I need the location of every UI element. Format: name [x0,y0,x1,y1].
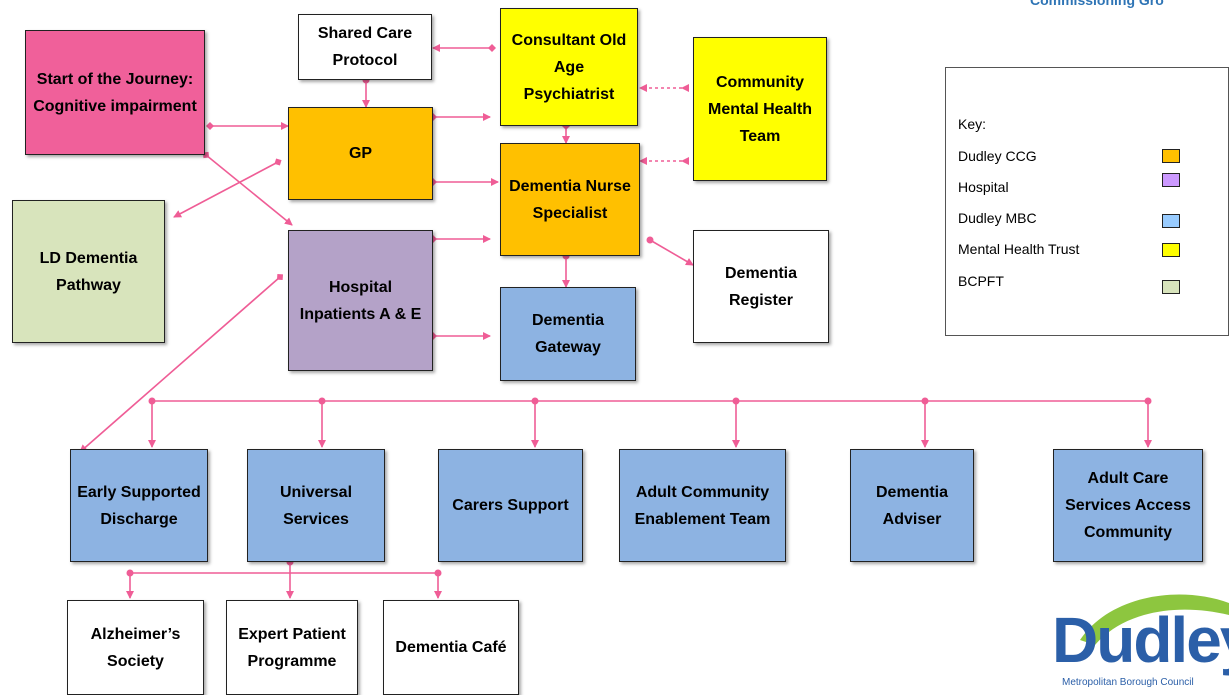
node-universal-services: Universal Services [247,449,385,562]
node-consultant-psychiatrist: Consultant Old Age Psychiatrist [500,8,638,126]
node-carers-support: Carers Support [438,449,583,562]
node-shared-care-protocol: Shared Care Protocol [298,14,432,80]
node-dementia-adviser: Dementia Adviser [850,449,974,562]
node-dementia-register: Dementia Register [693,230,829,343]
edge-start-hospital [202,151,293,226]
legend-swatch-hospital [1162,173,1180,187]
node-dementia-cafe: Dementia Café [383,600,519,695]
logo-swoosh-icon [1080,594,1229,645]
legend-title: Key: [958,116,987,132]
node-adult-community-enablement-team: Adult Community Enablement Team [619,449,786,562]
legend-label-mht: Mental Health Trust [958,241,1080,257]
node-dementia-nurse-specialist: Dementia Nurse Specialist [500,143,640,256]
legend-label-mbc: Dudley MBC [958,210,1037,226]
node-expert-patient-programme: Expert Patient Programme [226,600,358,695]
node-ld-dementia-pathway: LD Dementia Pathway [12,200,165,343]
legend-swatch-mht [1162,243,1180,257]
node-hospital-inpatients: Hospital Inpatients A & E [288,230,433,371]
edge-hospital-esd [79,273,284,453]
legend-label-bcpft: BCPFT [958,273,1004,289]
node-alzheimers-society: Alzheimer’s Society [67,600,204,695]
legend-swatch-ccg [1162,149,1180,163]
node-adult-care-services-access: Adult Care Services Access Community [1053,449,1203,562]
logo-wordmark: Dudley [1052,604,1229,676]
node-early-supported-discharge: Early Supported Discharge [70,449,208,562]
node-community-mental-health-team: Community Mental Health Team [693,37,827,181]
legend-label-hospital: Hospital [958,179,1009,195]
node-start-of-journey: Start of the Journey: Cognitive impairme… [25,30,205,155]
node-dementia-gateway: Dementia Gateway [500,287,636,381]
legend-label-ccg: Dudley CCG [958,148,1037,164]
legend-key: Key: Dudley CCG Hospital Dudley MBC Ment… [945,67,1229,336]
edge-dns-register [646,236,694,266]
legend-swatch-bcpft [1162,280,1180,294]
logo-subtitle: Metropolitan Borough Council [1062,677,1194,688]
dudley-logo: Dudley Metropolitan Borough Council [1040,585,1229,695]
legend-swatch-mbc [1162,214,1180,228]
node-gp: GP [288,107,433,200]
header-corner-text: Commissioning Gro [1030,0,1164,8]
